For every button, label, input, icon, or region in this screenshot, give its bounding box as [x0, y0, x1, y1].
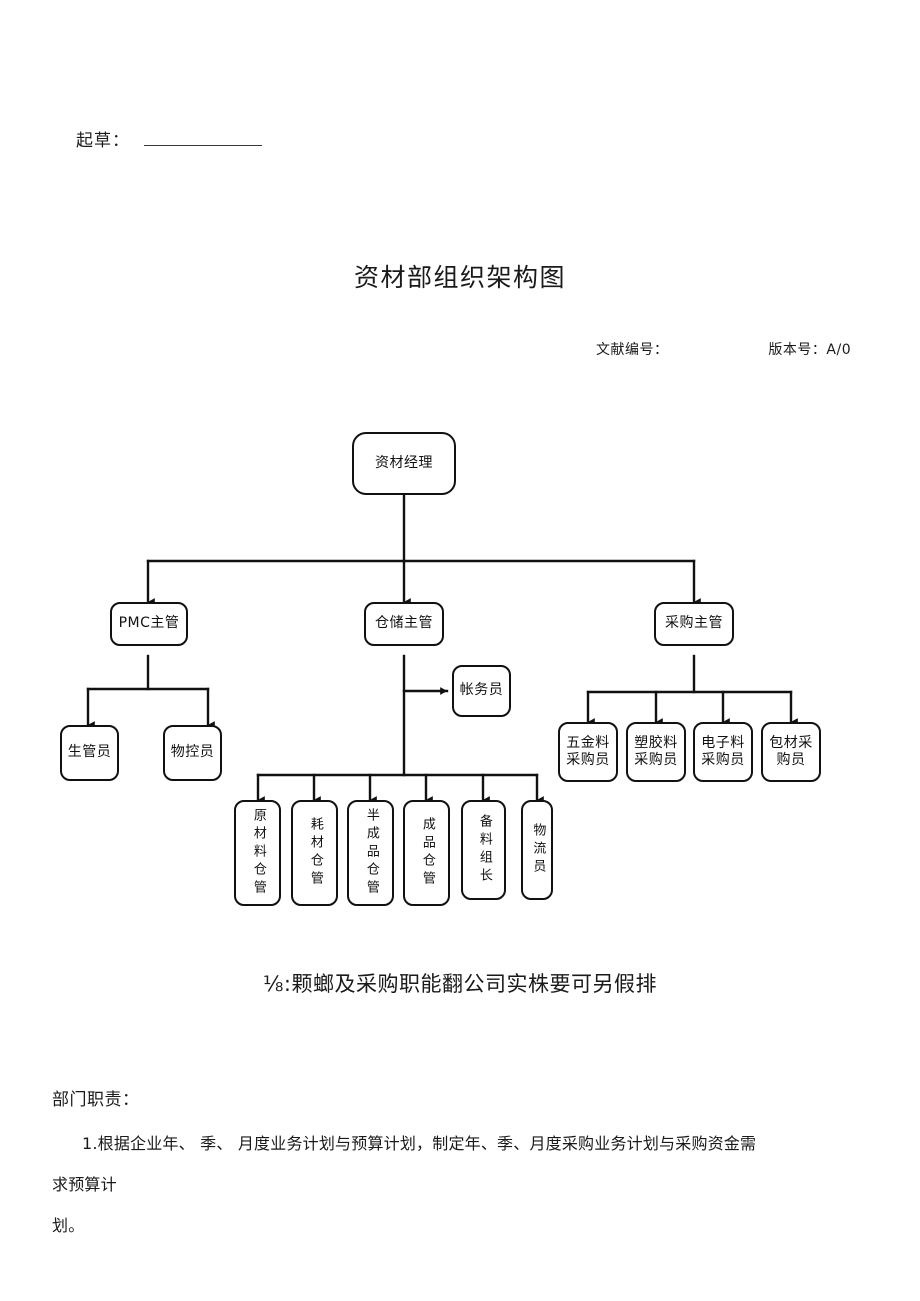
duties-body: 1.根据企业年、 季、 月度业务计划与预算计划，制定年、季、月度采购业务计划与采…: [52, 1124, 892, 1246]
node-label: 原材料仓管: [250, 808, 266, 898]
node-label: 物控员: [170, 744, 215, 761]
org-chart-connectors: [86, 493, 798, 804]
duties-line-3: 划。: [52, 1215, 85, 1235]
node-manager[interactable]: 资材经理: [352, 432, 456, 495]
node-label: 五金料采购员: [566, 734, 610, 769]
node-raw-material-warehouse[interactable]: 原材料仓管: [234, 800, 281, 906]
duties-heading: 部门职责：: [52, 1090, 140, 1110]
node-label: 生管员: [67, 744, 112, 761]
node-material-prep-leader[interactable]: 备料组长: [461, 800, 506, 900]
node-label: 包材采购员: [769, 734, 813, 769]
node-production-controller[interactable]: 生管员: [60, 725, 119, 781]
duties-line-1: 1.根据企业年、 季、 月度业务计划与预算计划，制定年、季、月度采购业务计划与采…: [82, 1134, 757, 1153]
node-label: PMC主管: [118, 615, 180, 632]
node-buyer-hardware[interactable]: 五金料采购员: [558, 722, 618, 782]
document-meta: 文献编号： 版本号：A/0: [596, 339, 851, 359]
version-label: 版本号：A/0: [768, 342, 852, 358]
node-buyer-plastics[interactable]: 塑胶料采购员: [626, 722, 686, 782]
org-chart: 资材经理 PMC主管 仓储主管 采购主管 生管员 物控员 帐务员 原材料仓管 耗…: [0, 410, 920, 920]
node-buyer-electronics[interactable]: 电子料采购员: [693, 722, 753, 782]
node-logistics-clerk[interactable]: 物流员: [521, 800, 553, 900]
node-label: 采购主管: [665, 615, 723, 632]
node-label: 耗材仓管: [307, 817, 323, 889]
node-label: 电子料采购员: [701, 734, 745, 769]
duties-line-2: 求预算计: [52, 1174, 117, 1194]
doc-number-label: 文献编号：: [596, 342, 669, 358]
node-finished-goods-warehouse[interactable]: 成品仓管: [403, 800, 450, 906]
page-title: 资材部组织架构图: [353, 263, 566, 292]
draft-label: 起草：: [76, 131, 130, 151]
node-label: 帐务员: [459, 682, 504, 699]
node-label: 半成品仓管: [363, 808, 379, 898]
node-label: 成品仓管: [419, 817, 435, 889]
node-consumables-warehouse[interactable]: 耗材仓管: [291, 800, 338, 906]
node-buyer-packaging[interactable]: 包材采购员: [761, 722, 821, 782]
draft-line: 起草：: [76, 126, 262, 151]
node-label: 资材经理: [375, 454, 433, 471]
node-label: 仓储主管: [375, 615, 433, 632]
node-material-controller[interactable]: 物控员: [163, 725, 222, 781]
node-label: 物流员: [530, 823, 546, 877]
node-pmc-supervisor[interactable]: PMC主管: [110, 602, 188, 646]
draft-blank-rule: [144, 144, 262, 146]
node-label: 备料组长: [476, 814, 492, 886]
chart-note: ⅛:颗螂及采购职能翻公司实株要可另假排: [263, 972, 657, 996]
node-warehouse-supervisor[interactable]: 仓储主管: [364, 602, 444, 646]
node-semi-finished-warehouse[interactable]: 半成品仓管: [347, 800, 394, 906]
node-label: 塑胶料采购员: [634, 734, 678, 769]
node-accounting-clerk[interactable]: 帐务员: [452, 665, 511, 717]
node-purchase-supervisor[interactable]: 采购主管: [654, 602, 734, 646]
